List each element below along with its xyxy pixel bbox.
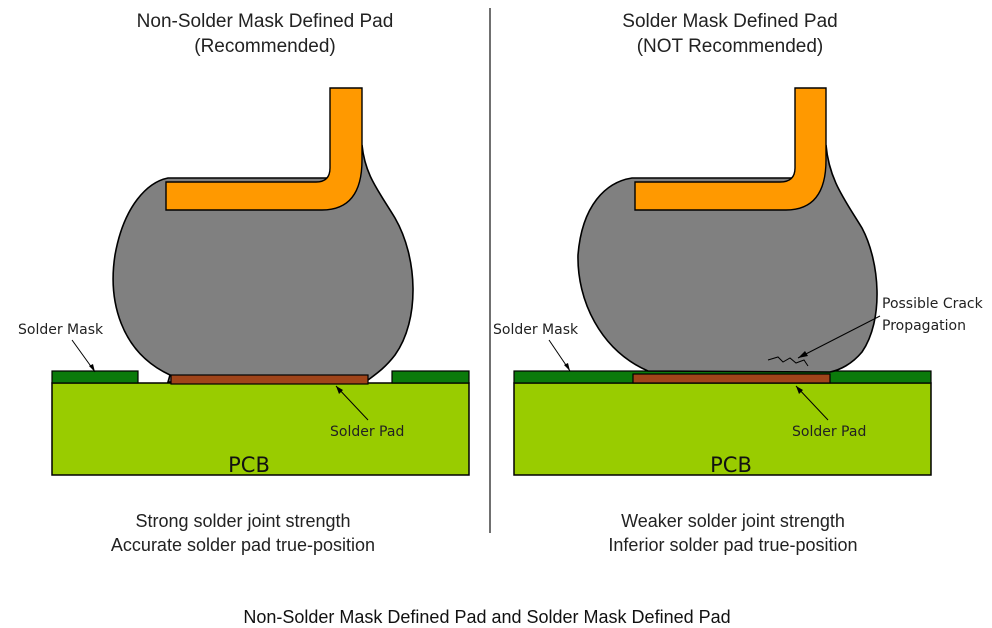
left-panel: Non-Solder Mask Defined Pad (Recommended… xyxy=(18,11,470,555)
left-title-line1: Non-Solder Mask Defined Pad xyxy=(137,11,394,32)
right-crack-label-line1: Possible Crack xyxy=(882,296,984,312)
right-crack-line xyxy=(767,356,809,367)
left-note-line2: Accurate solder pad true-position xyxy=(111,535,375,555)
left-pcb-label: PCB xyxy=(228,453,270,477)
right-title-line2: (NOT Recommended) xyxy=(637,36,824,57)
right-solder-mask-arrowhead xyxy=(564,363,570,371)
left-solder-mask-left xyxy=(51,370,139,384)
left-title-line2: (Recommended) xyxy=(194,36,336,57)
right-solder-pad-label: Solder Pad xyxy=(792,424,866,440)
right-title-line1: Solder Mask Defined Pad xyxy=(622,11,837,32)
left-solder-pad-arrowhead xyxy=(336,386,343,394)
right-solder-ball xyxy=(577,144,878,373)
right-lead xyxy=(634,87,827,211)
right-crack-label-line2: Propagation xyxy=(882,318,966,334)
left-pcb-board xyxy=(51,382,470,476)
right-note-line1: Weaker solder joint strength xyxy=(621,511,845,531)
right-solder-pad xyxy=(632,373,831,384)
left-solder-ball xyxy=(112,144,414,383)
right-note-line2: Inferior solder pad true-position xyxy=(608,535,857,555)
right-crack-pointer xyxy=(797,315,881,359)
left-lead xyxy=(165,87,363,211)
left-solder-mask-label: Solder Mask xyxy=(18,322,104,338)
right-pcb-board xyxy=(513,382,932,476)
right-crack-arrowhead xyxy=(798,351,808,358)
left-note-line1: Strong solder joint strength xyxy=(135,511,350,531)
left-solder-mask-right xyxy=(391,370,470,384)
right-panel: Solder Mask Defined Pad (NOT Recommended… xyxy=(493,11,984,555)
figure-caption: Non-Solder Mask Defined Pad and Solder M… xyxy=(243,607,730,627)
right-solder-mask-label: Solder Mask xyxy=(493,322,579,338)
left-solder-mask-arrowhead xyxy=(89,364,95,372)
left-solder-pad-label: Solder Pad xyxy=(330,424,404,440)
right-solder-pad-arrowhead xyxy=(796,386,803,394)
left-solder-pad xyxy=(170,374,369,385)
right-pcb-label: PCB xyxy=(710,453,752,477)
